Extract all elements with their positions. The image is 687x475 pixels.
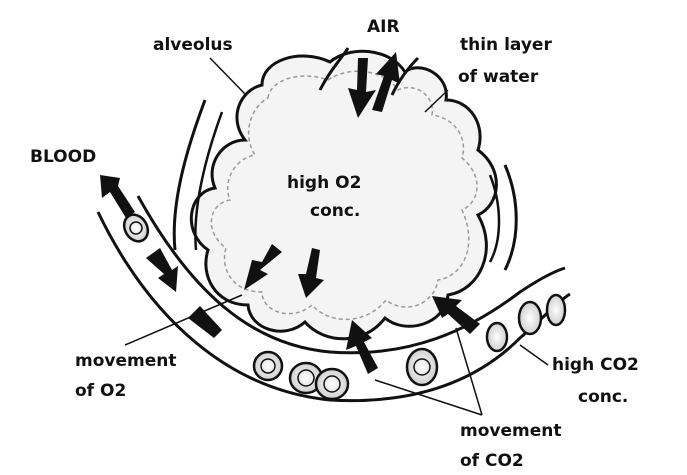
blood-cell — [407, 349, 437, 385]
blood-cell — [254, 352, 282, 380]
label-alveolus: alveolus — [153, 34, 233, 56]
label-water-line2: of water — [458, 66, 538, 88]
label-high-o2-line2: conc. — [310, 200, 360, 222]
blood-cell — [487, 323, 507, 351]
label-high-co2-line1: high CO2 — [552, 354, 639, 376]
blood-flow-arrow — [100, 175, 135, 218]
alveolus-sac — [191, 51, 496, 339]
label-move-co2-line1: movement — [460, 420, 561, 442]
leader-move-o2 — [125, 295, 242, 345]
label-high-co2-line2: conc. — [578, 386, 628, 408]
leader-high-co2 — [520, 345, 548, 365]
blood-cell — [316, 369, 348, 399]
label-blood: BLOOD — [30, 146, 96, 168]
blood-cell — [519, 302, 541, 334]
label-high-o2-line1: high O2 — [287, 172, 361, 194]
label-move-o2-line2: of O2 — [75, 380, 126, 402]
label-air: AIR — [367, 16, 400, 38]
blood-cell — [119, 210, 152, 245]
blood-flow-arrow — [146, 248, 178, 292]
blood-cell — [547, 295, 565, 325]
label-move-co2-line2: of CO2 — [460, 450, 524, 472]
alveolus-wall-right — [505, 165, 516, 270]
label-move-o2-line1: movement — [75, 350, 176, 372]
leader-alveolus — [210, 58, 246, 95]
label-water-line1: thin layer — [460, 34, 552, 56]
